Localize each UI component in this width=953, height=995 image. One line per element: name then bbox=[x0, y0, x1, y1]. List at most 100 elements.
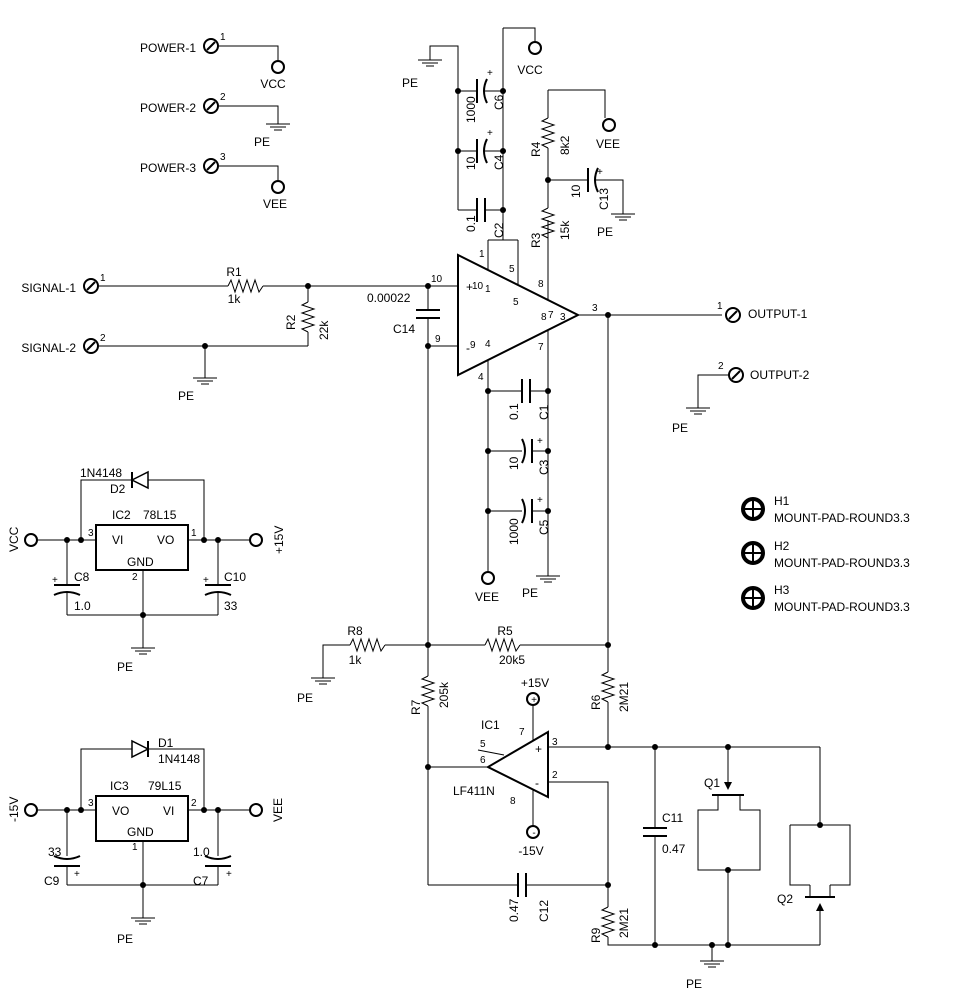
output-2-pin: 2 bbox=[718, 361, 724, 372]
vee-label: VEE bbox=[475, 590, 499, 604]
c10-value: 33 bbox=[224, 599, 238, 613]
svg-text:VO: VO bbox=[157, 533, 174, 547]
r9-value: 2M21 bbox=[617, 908, 631, 938]
r4-value: 8k2 bbox=[558, 135, 572, 155]
svg-text:7: 7 bbox=[538, 342, 544, 353]
svg-text:1: 1 bbox=[132, 842, 138, 853]
c7-ref: C7 bbox=[193, 874, 209, 888]
transistor-q2: Q2 bbox=[777, 747, 851, 945]
power-3-pin: 3 bbox=[220, 152, 226, 163]
c2-value: 0.1 bbox=[464, 215, 478, 232]
svg-text:7: 7 bbox=[519, 727, 525, 738]
r5-ref: R5 bbox=[497, 624, 513, 638]
r6-ref: R6 bbox=[589, 694, 603, 710]
c13-value: 10 bbox=[569, 184, 583, 198]
svg-text:MOUNT-PAD-ROUND3.3: MOUNT-PAD-ROUND3.3 bbox=[774, 600, 910, 614]
svg-text:4: 4 bbox=[485, 339, 491, 350]
opamp-ic1: + - +15V -15V + - IC1 LF411N 7 5 6 8 3 2 bbox=[428, 676, 609, 885]
power-2-pin: 2 bbox=[220, 92, 226, 103]
r6-value: 2M21 bbox=[617, 682, 631, 712]
svg-text:3: 3 bbox=[88, 798, 94, 809]
svg-text:3: 3 bbox=[552, 737, 558, 748]
d2-ref: D2 bbox=[110, 482, 126, 496]
c6-ref: C6 bbox=[492, 94, 506, 110]
transistor-q1: Q1 bbox=[697, 744, 761, 948]
c14-ref: C14 bbox=[393, 322, 415, 336]
signal-1-label: SIGNAL-1 bbox=[21, 281, 76, 295]
svg-text:+: + bbox=[531, 695, 537, 706]
svg-text:8: 8 bbox=[541, 312, 547, 323]
c10-ref: C10 bbox=[224, 570, 246, 584]
svg-text:H1: H1 bbox=[774, 494, 790, 508]
c1-value: 0.1 bbox=[507, 403, 521, 420]
svg-text:9: 9 bbox=[470, 340, 476, 351]
pe-label: PE bbox=[297, 691, 313, 705]
svg-text:10: 10 bbox=[472, 281, 484, 292]
svg-text:+: + bbox=[52, 575, 58, 586]
m15-label: -15V bbox=[7, 797, 21, 822]
svg-text:6: 6 bbox=[480, 755, 486, 766]
c3-value: 10 bbox=[507, 456, 521, 470]
svg-text:-: - bbox=[532, 828, 535, 839]
svg-text:10: 10 bbox=[431, 274, 443, 285]
vcc-label: VCC bbox=[260, 77, 286, 91]
svg-text:4: 4 bbox=[478, 372, 484, 383]
p15-label: +15V bbox=[521, 676, 549, 690]
r2-value: 22k bbox=[317, 320, 331, 340]
svg-text:3: 3 bbox=[560, 312, 566, 323]
svg-text:5: 5 bbox=[509, 264, 515, 275]
vee-label: VEE bbox=[263, 197, 287, 211]
connector-output-1: OUTPUT-1 1 bbox=[717, 301, 808, 323]
svg-text:1: 1 bbox=[485, 284, 491, 295]
r4-ref: R4 bbox=[529, 141, 543, 157]
svg-text:1: 1 bbox=[479, 249, 485, 260]
svg-text:-: - bbox=[535, 776, 539, 790]
ic2-part: 78L15 bbox=[143, 508, 177, 522]
svg-text:+: + bbox=[535, 742, 542, 756]
r8-ref: R8 bbox=[347, 624, 363, 638]
pe-label: PE bbox=[686, 977, 702, 991]
c6-value: 1000 bbox=[464, 96, 478, 123]
svg-text:8: 8 bbox=[538, 279, 544, 290]
q1-ref: Q1 bbox=[704, 776, 720, 790]
svg-text:MOUNT-PAD-ROUND3.3: MOUNT-PAD-ROUND3.3 bbox=[774, 556, 910, 570]
svg-text:9: 9 bbox=[435, 334, 441, 345]
r7-ref: R7 bbox=[409, 699, 423, 715]
svg-text:+: + bbox=[226, 869, 232, 880]
svg-text:1: 1 bbox=[191, 528, 197, 539]
svg-text:2: 2 bbox=[132, 572, 138, 583]
amplifier-u: + - 10 9 10 1 9 4 5 8 7 3 bbox=[428, 253, 581, 377]
svg-text:+: + bbox=[537, 436, 543, 447]
c9-value: 33 bbox=[48, 845, 62, 859]
svg-text:5: 5 bbox=[513, 297, 519, 308]
connector-power-2: POWER-2 2 PE bbox=[140, 92, 291, 149]
svg-text:VO: VO bbox=[112, 804, 129, 818]
d1-ref: D1 bbox=[158, 736, 174, 750]
vee-label: VEE bbox=[596, 137, 620, 151]
r1-ref: R1 bbox=[226, 265, 242, 279]
svg-text:8: 8 bbox=[510, 796, 516, 807]
svg-text:+: + bbox=[74, 869, 80, 880]
ic1-ref: IC1 bbox=[481, 718, 500, 732]
connector-power-1: POWER-1 1 VCC bbox=[140, 32, 286, 91]
d1-part: 1N4148 bbox=[158, 752, 200, 766]
c12-ref: C12 bbox=[537, 900, 551, 922]
svg-text:+: + bbox=[203, 575, 209, 586]
mount-pad-h2: H2 MOUNT-PAD-ROUND3.3 bbox=[741, 539, 910, 570]
c4-value: 10 bbox=[464, 156, 478, 170]
svg-text:3: 3 bbox=[88, 528, 94, 539]
svg-text:GND: GND bbox=[127, 555, 154, 569]
svg-text:+: + bbox=[597, 167, 603, 178]
c8-value: 1.0 bbox=[74, 599, 91, 613]
r1-value: 1k bbox=[228, 292, 242, 306]
c13-ref: C13 bbox=[597, 188, 611, 210]
connector-signal-2: SIGNAL-2 2 bbox=[21, 333, 308, 355]
c8-ref: C8 bbox=[74, 570, 90, 584]
svg-text:+: + bbox=[537, 495, 543, 506]
svg-text:GND: GND bbox=[127, 825, 154, 839]
r3-value: 15k bbox=[558, 220, 572, 240]
c4-ref: C4 bbox=[492, 154, 506, 170]
pe-label: PE bbox=[402, 76, 418, 90]
signal-1-pin: 1 bbox=[100, 273, 106, 284]
